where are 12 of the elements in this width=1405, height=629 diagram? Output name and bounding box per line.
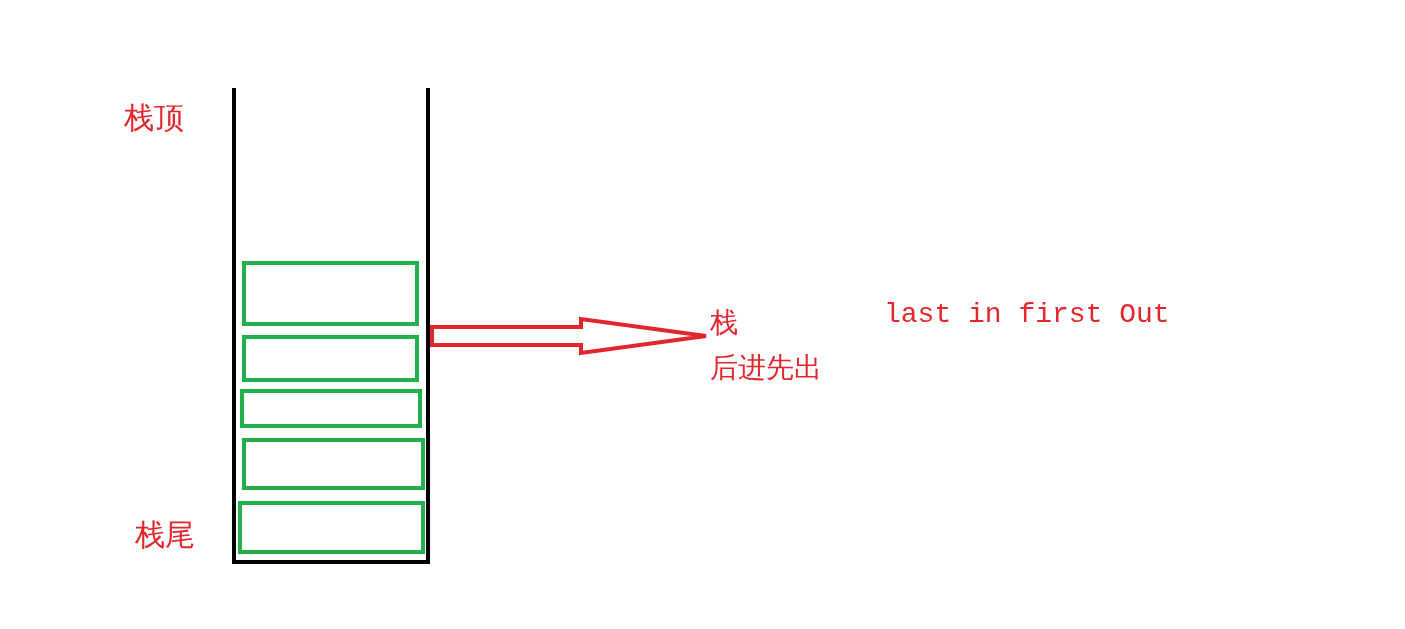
stack-heading: 栈 [710, 308, 738, 339]
stack-item [238, 501, 425, 554]
stack-container [232, 90, 430, 564]
stack-item [242, 335, 419, 382]
stack-item [240, 389, 422, 428]
stack-rule-text: 后进先出 [710, 352, 822, 384]
note-text: last in first Out [884, 300, 1170, 331]
block-arrow [430, 316, 708, 356]
stack-item [242, 438, 425, 490]
stack-bottom-label: 栈尾 [135, 518, 195, 551]
stack-top-label: 栈顶 [124, 101, 184, 134]
stack-item [242, 261, 419, 326]
